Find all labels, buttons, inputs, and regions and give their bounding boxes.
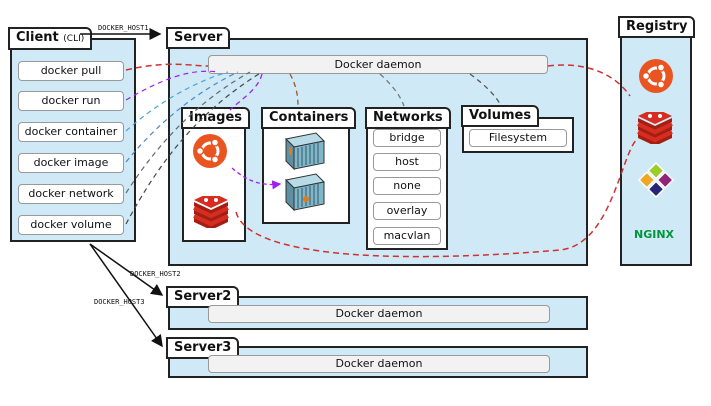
run-dashed-link bbox=[125, 70, 219, 101]
networks-title: Networks bbox=[365, 107, 451, 129]
docker-host1-label: DOCKER_HOST1 bbox=[98, 24, 149, 32]
command-docker-network[interactable]: docker network bbox=[18, 184, 124, 204]
docker-host3-link bbox=[89, 243, 163, 348]
command-docker-volume[interactable]: docker volume bbox=[18, 215, 124, 235]
daemon-to-images-link bbox=[229, 73, 263, 111]
images-title: Images bbox=[181, 107, 251, 129]
server2-title: Server2 bbox=[166, 286, 240, 308]
client-title: Client (CLI) bbox=[8, 27, 93, 50]
server-daemon[interactable]: Docker daemon bbox=[208, 55, 548, 74]
daemon-to-volumes-link bbox=[469, 73, 501, 105]
docker-host2-label: DOCKER_HOST2 bbox=[130, 270, 181, 278]
server3-title: Server3 bbox=[166, 337, 240, 359]
server2-daemon[interactable]: Docker daemon bbox=[208, 305, 550, 323]
daemon-to-containers-link bbox=[289, 73, 299, 107]
volumes-title: Volumes bbox=[461, 105, 540, 127]
client-title-text: Client bbox=[16, 30, 59, 45]
daemon-to-networks-link bbox=[379, 73, 405, 107]
image-to-container-link bbox=[231, 167, 282, 190]
network-bridge[interactable]: bridge bbox=[373, 129, 441, 147]
network-host[interactable]: host bbox=[373, 153, 441, 171]
server3-daemon[interactable]: Docker daemon bbox=[208, 355, 550, 373]
redis-icon bbox=[193, 196, 229, 228]
command-docker-image[interactable]: docker image bbox=[18, 153, 124, 173]
nginx-icon: NGINX bbox=[634, 228, 675, 241]
network-none[interactable]: none bbox=[373, 177, 441, 195]
ubuntu-icon bbox=[639, 59, 673, 93]
command-docker-pull[interactable]: docker pull bbox=[18, 61, 124, 81]
pull-dashed-link bbox=[125, 63, 209, 71]
container-icon bbox=[284, 173, 326, 212]
daemon-to-registry-link bbox=[547, 64, 631, 97]
ubuntu-icon bbox=[193, 134, 227, 168]
volume-dashed-link bbox=[125, 71, 263, 225]
network-dashed-link bbox=[125, 71, 251, 194]
image-dashed-link bbox=[125, 71, 239, 163]
command-docker-run[interactable]: docker run bbox=[18, 91, 124, 111]
docker-host2-link bbox=[89, 243, 164, 296]
network-macvlan[interactable]: macvlan bbox=[373, 227, 441, 245]
command-docker-container[interactable]: docker container bbox=[18, 122, 124, 142]
containers-title: Containers bbox=[261, 107, 357, 129]
server-title: Server bbox=[166, 27, 231, 49]
docker-host3-label: DOCKER_HOST3 bbox=[94, 298, 145, 306]
client-title-suffix: (CLI) bbox=[63, 34, 85, 44]
volume-filesystem[interactable]: Filesystem bbox=[469, 129, 567, 147]
images-to-registry-link bbox=[235, 139, 637, 258]
network-overlay[interactable]: overlay bbox=[373, 202, 441, 220]
redis-icon bbox=[637, 112, 673, 144]
container-icon bbox=[284, 132, 326, 171]
container-dashed-link bbox=[125, 71, 229, 132]
registry-title: Registry bbox=[618, 16, 696, 38]
centos-icon bbox=[638, 162, 674, 198]
